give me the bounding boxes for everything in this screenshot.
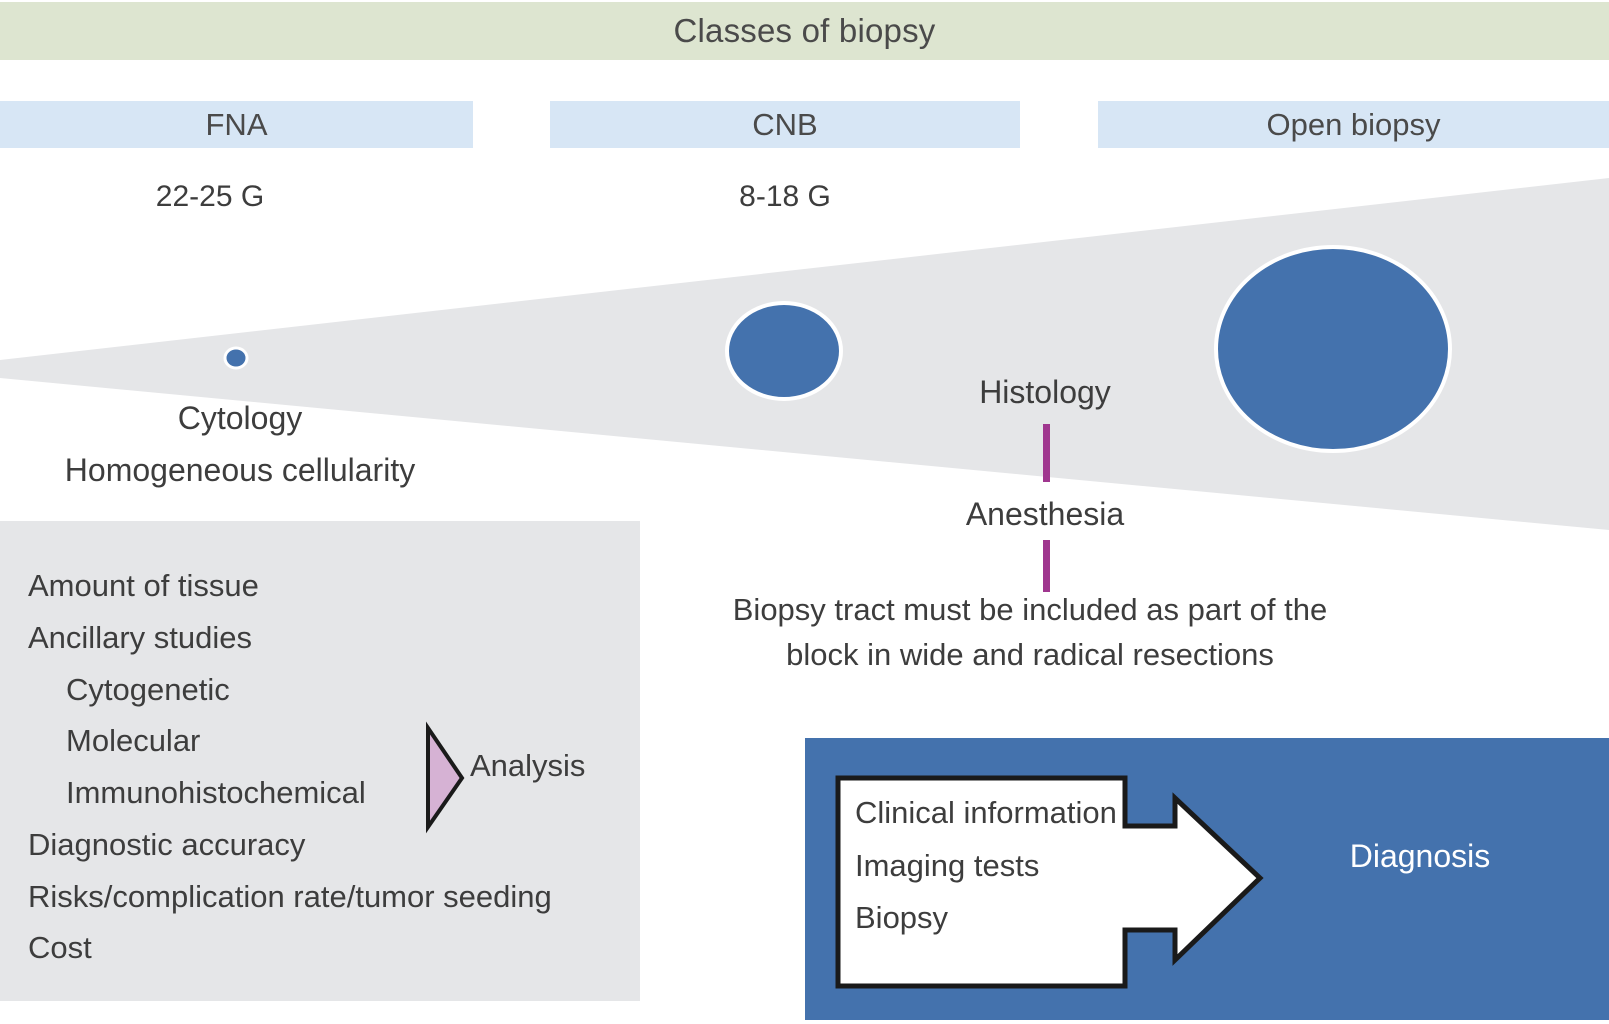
diagnosis-input-clinical: Clinical information: [855, 795, 1117, 830]
fna-note-cytology: Cytology: [177, 400, 303, 436]
list-item: Diagnostic accuracy: [28, 826, 306, 862]
list-item: Immunohistochemical: [66, 775, 366, 811]
class-header-fna: FNA: [0, 101, 473, 148]
gauge-label-fna: 22-25 G: [155, 180, 265, 213]
comparison-panel-list: Amount of tissue Ancillary studies Cytog…: [28, 560, 628, 974]
analysis-arrow-icon: [426, 721, 465, 834]
list-item: Amount of tissue: [28, 568, 259, 603]
fna-notes: Cytology Homogeneous cellularity: [40, 393, 440, 497]
sample-circle-fna: [223, 346, 249, 370]
diagnosis-result-label: Diagnosis: [1349, 838, 1491, 874]
diagram-title: Classes of biopsy: [673, 12, 936, 49]
class-header-fna-label: FNA: [205, 106, 268, 142]
biopsy-tract-note-line2: block in wide and radical resections: [786, 636, 1274, 672]
histology-label: Histology: [979, 374, 1111, 410]
gauge-label-cnb: 8-18 G: [739, 180, 831, 213]
biopsy-tract-note-line1: Biopsy tract must be included as part of…: [732, 592, 1328, 627]
list-item: Molecular: [66, 723, 201, 759]
class-header-cnb: CNB: [550, 101, 1020, 148]
analysis-label: Analysis: [470, 748, 586, 783]
sample-circle-open-biopsy: [1214, 245, 1452, 453]
list-item: Risks/complication rate/tumor seeding: [28, 878, 552, 914]
diagnosis-input-imaging: Imaging tests: [855, 847, 1040, 883]
connector-line-lower: [1043, 540, 1050, 592]
list-item: Cytogenetic: [66, 671, 230, 707]
comparison-panel: [0, 521, 640, 1001]
sample-circle-cnb: [725, 301, 843, 401]
biopsy-tract-note: Biopsy tract must be included as part of…: [700, 588, 1360, 678]
connector-line-upper: [1043, 424, 1050, 482]
anesthesia-label: Anesthesia: [965, 496, 1125, 532]
diagnosis-input-biopsy: Biopsy: [855, 900, 949, 936]
fna-note-cellularity: Homogeneous cellularity: [64, 451, 416, 488]
list-item: Cost: [28, 930, 92, 966]
analysis-arrow-shape: [426, 721, 465, 834]
class-header-open-biopsy: Open biopsy: [1098, 101, 1609, 148]
class-header-cnb-label: CNB: [752, 106, 818, 142]
diagnosis-inputs: Clinical information Imaging tests Biops…: [855, 787, 1195, 945]
list-item: Ancillary studies: [28, 619, 252, 655]
diagram-title-bar: Classes of biopsy: [0, 2, 1609, 60]
class-header-open-biopsy-label: Open biopsy: [1266, 106, 1441, 142]
